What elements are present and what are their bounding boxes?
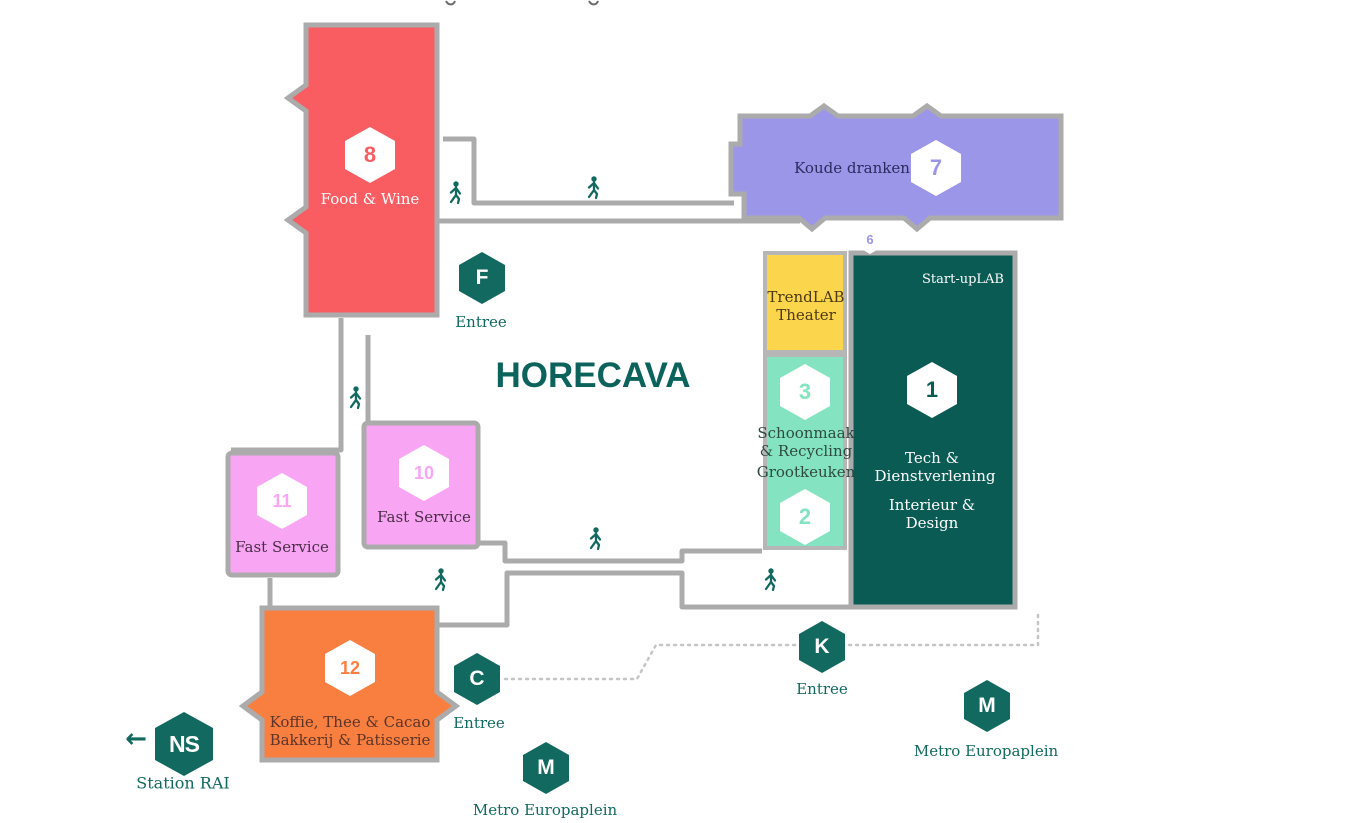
ns-station-icon: NS: [155, 712, 213, 776]
walking-person-icon: [349, 385, 362, 410]
metro-icon: M: [964, 680, 1010, 732]
walking-person-icon: [764, 567, 777, 592]
wall-bottom-corridor-lower: [438, 570, 852, 628]
hall-6-number: 6: [866, 231, 874, 247]
entrance-c-badge: C: [454, 653, 500, 705]
ns-letters: NS: [169, 730, 200, 757]
metro-right-label: Metro Europaplein: [913, 742, 1059, 760]
walking-person-icon: [449, 180, 462, 205]
cropped-text-fragment: [445, 0, 599, 6]
walking-person-icon: [587, 175, 600, 200]
hall-12-number: 12: [339, 657, 361, 678]
hall-3-label2: Grootkeuken: [756, 463, 856, 481]
hall-8-badge: 8: [345, 127, 395, 183]
hall-11-number: 11: [272, 490, 292, 511]
hall-8-number: 8: [363, 142, 377, 167]
hall-3-label: Schoonmaak & Recycling: [757, 424, 855, 460]
hall-1-number: 1: [925, 377, 939, 402]
hall-12-label2: Bakkerij & Patisserie: [269, 731, 431, 749]
hall-10-label: Fast Service: [377, 508, 471, 526]
page-title: HORECAVA: [495, 356, 691, 395]
trendlab-label: TrendLAB Theater: [767, 288, 845, 324]
hall-10-badge: 10: [399, 445, 449, 501]
wall-bottom-corridor-upper: [478, 540, 762, 564]
left-arrow-icon: ←: [125, 724, 147, 754]
trendlab-shape: [763, 251, 847, 354]
hall-11-label: Fast Service: [235, 538, 329, 556]
metro-icon: M: [523, 742, 569, 794]
entrance-f-letter: F: [475, 266, 489, 289]
entrance-f-label: Entree: [455, 313, 507, 331]
walking-person-icon: [434, 567, 447, 592]
startup-lab-label: Start-upLAB: [922, 272, 1004, 288]
ns-station-label: Station RAI: [136, 773, 230, 793]
hall-7-number: 7: [929, 155, 943, 180]
hall-10-number: 10: [413, 462, 435, 483]
hall-12-label: Koffie, Thee & Cacao: [269, 713, 431, 731]
metro-letter: M: [537, 756, 555, 779]
corridor-walls: [231, 136, 852, 628]
metro-letter: M: [978, 694, 996, 717]
metro-center-label: Metro Europaplein: [472, 801, 618, 819]
hall-1-shape: [848, 250, 1018, 610]
hall-2-number: 2: [798, 504, 812, 529]
hall-7-shape: [728, 102, 1064, 233]
hall-1-label2: Interieur & Design: [888, 496, 976, 532]
hall-3-number: 3: [798, 379, 812, 404]
entrance-k-badge: K: [799, 621, 845, 673]
entrance-c-letter: C: [469, 667, 485, 690]
entrance-k-label: Entree: [796, 680, 848, 698]
walking-person-icon: [589, 526, 602, 551]
wall-top-corridor: [443, 136, 734, 206]
wall-hall8-to-hall11: [231, 318, 344, 453]
hall-8-label: Food & Wine: [320, 190, 420, 208]
hall-7-label: Koude dranken: [794, 159, 910, 177]
entrance-k-letter: K: [814, 635, 830, 658]
entrance-c-label: Entree: [453, 714, 505, 732]
dotted-route-line: [503, 610, 1040, 681]
hall-1-label: Tech & Dienstverlening: [874, 449, 996, 485]
